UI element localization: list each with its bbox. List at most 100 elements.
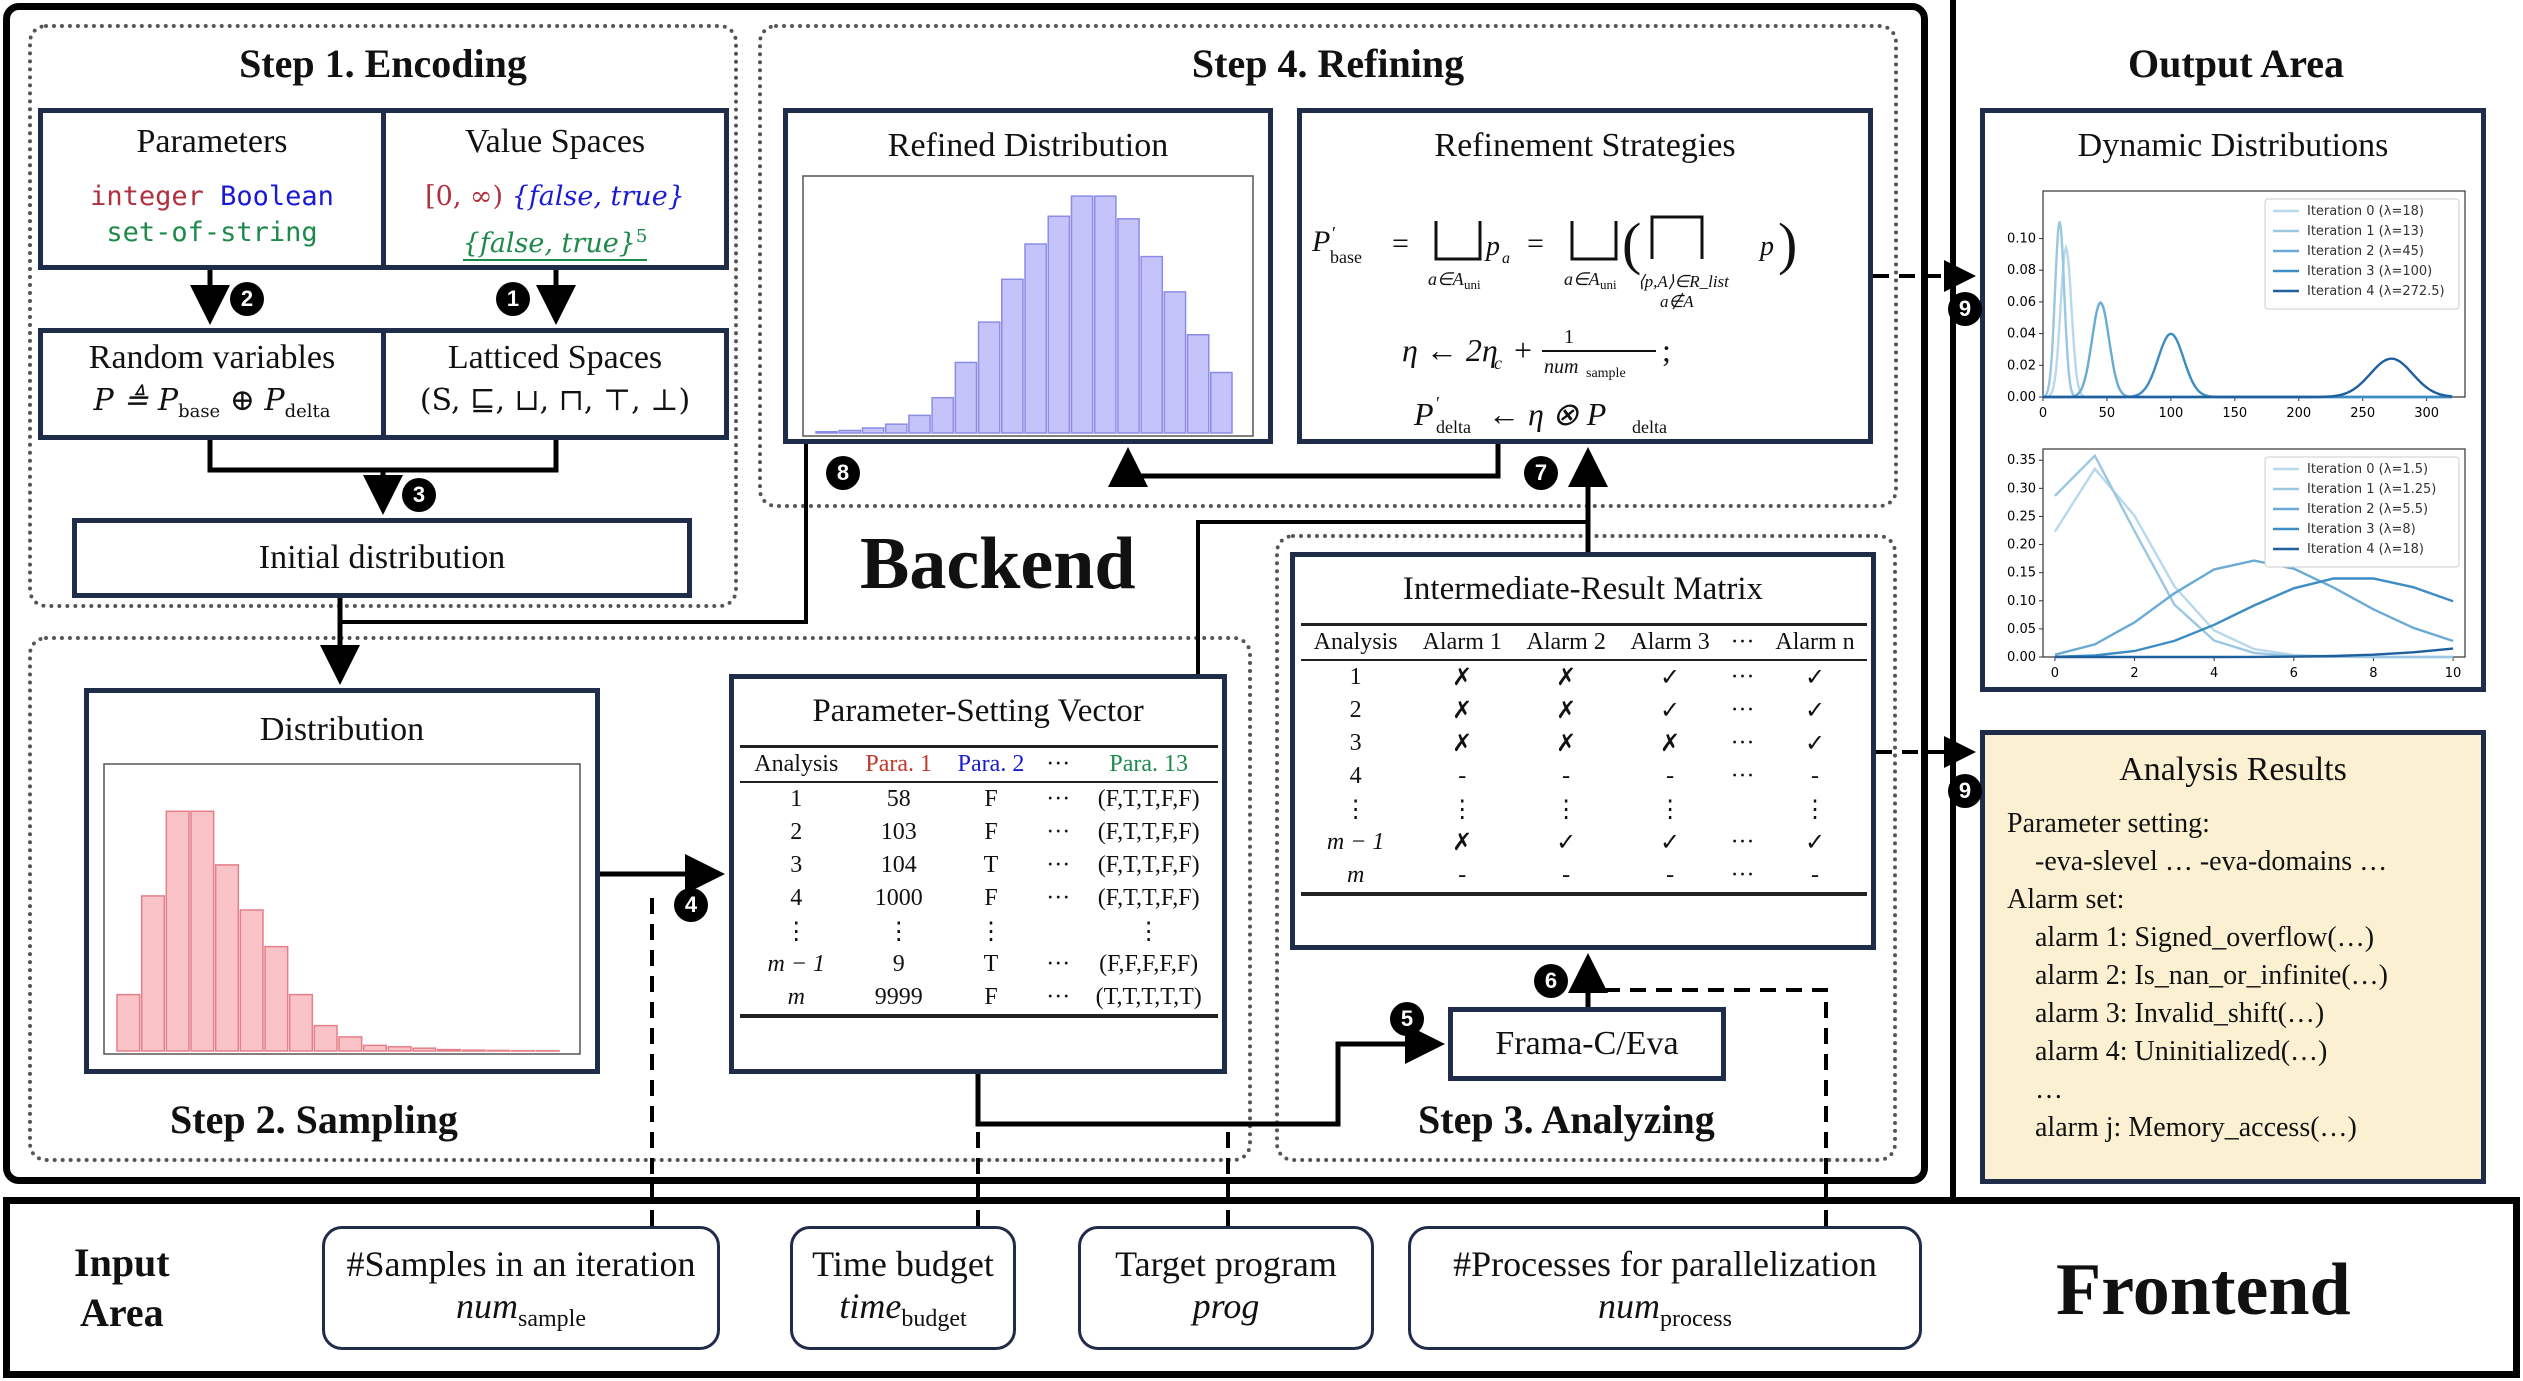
legend-label: Iteration 4 (λ=18) bbox=[2307, 542, 2424, 557]
legend-label: Iteration 3 (λ=100) bbox=[2307, 264, 2432, 279]
refined-distribution-chart bbox=[802, 175, 1254, 437]
step-badge-9a: 9 bbox=[1948, 292, 1982, 326]
input-num-process-var: numprocess bbox=[1598, 1286, 1732, 1333]
x-tick-label: 0 bbox=[2051, 666, 2059, 681]
matrix-cell: ··· bbox=[1730, 862, 1755, 888]
input-num-process-label: #Processes for parallelization bbox=[1453, 1244, 1877, 1284]
latticed-spaces-formula: (S, ⊑, ⊔, ⊓, ⊤, ⊥) bbox=[419, 383, 691, 418]
svg-text:′: ′ bbox=[1436, 393, 1440, 413]
y-tick-label: 0.10 bbox=[2007, 232, 2036, 247]
input-num-sample[interactable]: #Samples in an iteration numsample bbox=[322, 1226, 720, 1350]
input-time-budget-var: timebudget bbox=[839, 1286, 967, 1333]
alarm-1: alarm 1: Signed_overflow(…) bbox=[2035, 922, 2375, 953]
psv-cell: ··· bbox=[1046, 786, 1071, 812]
refined-distribution-title: Refined Distribution bbox=[887, 127, 1169, 164]
legend-label: Iteration 1 (λ=1.25) bbox=[2307, 482, 2436, 497]
parameters-box: Parameters integer Boolean set-of-string bbox=[38, 108, 386, 270]
input-time-budget[interactable]: Time budget timebudget bbox=[790, 1226, 1016, 1350]
psv-cell: (F,T,T,F,F) bbox=[1097, 885, 1200, 911]
bool-space: {false, true} bbox=[511, 181, 685, 212]
histogram-bar bbox=[165, 810, 190, 1052]
psv-cell: (F,T,T,F,F) bbox=[1097, 786, 1200, 812]
y-tick-label: 0.15 bbox=[2007, 566, 2036, 581]
psv-cell: 1000 bbox=[874, 885, 923, 911]
input-target-program-var: prog bbox=[1192, 1286, 1260, 1326]
psv-cell: 1 bbox=[790, 786, 803, 812]
y-tick-label: 0.20 bbox=[2007, 538, 2036, 553]
y-tick-label: 0.00 bbox=[2007, 390, 2036, 405]
psv-cell: F bbox=[984, 819, 998, 845]
svg-text:sample: sample bbox=[1586, 366, 1626, 381]
matrix-cell: ✓ bbox=[1804, 698, 1826, 724]
psv-cell: (F,T,T,F,F) bbox=[1097, 852, 1200, 878]
alarm-j: alarm j: Memory_access(…) bbox=[2035, 1112, 2357, 1143]
psv-cell: 3 bbox=[790, 852, 803, 878]
svg-text:;: ; bbox=[1662, 332, 1671, 368]
svg-text:uni: uni bbox=[1600, 277, 1617, 292]
psv-cell: T bbox=[983, 951, 999, 977]
y-tick-label: 0.30 bbox=[2007, 481, 2036, 496]
psv-cell: 58 bbox=[886, 786, 911, 812]
svg-text:⟨p,A⟩∈R_list: ⟨p,A⟩∈R_list bbox=[1638, 272, 1730, 291]
matrix-cell: ✗ bbox=[1556, 731, 1577, 757]
svg-text:P: P bbox=[1311, 225, 1330, 258]
input-num-process[interactable]: #Processes for parallelization numproces… bbox=[1408, 1226, 1922, 1350]
frontend-label: Frontend bbox=[2056, 1249, 2351, 1331]
legend-label: Iteration 1 (λ=13) bbox=[2307, 224, 2424, 239]
matrix-cell: ⋮ bbox=[1803, 797, 1828, 823]
random-variables-box: Random variables P ≜ Pbase ⊕ Pdelta bbox=[38, 328, 386, 440]
output-area-title: Output Area bbox=[2128, 41, 2344, 86]
svg-text:η ← 2η: η ← 2η bbox=[1402, 332, 1498, 368]
matrix-col-alarm2: Alarm 2 bbox=[1526, 629, 1606, 655]
psv-cell bbox=[1037, 915, 1079, 948]
y-tick-label: 0.05 bbox=[2007, 622, 2036, 637]
matrix-cell: ✓ bbox=[1660, 698, 1681, 724]
histogram-bar bbox=[1140, 255, 1164, 434]
matrix-row: m---···- bbox=[1301, 859, 1867, 894]
matrix-cell: ✗ bbox=[1452, 665, 1473, 691]
x-tick-label: 8 bbox=[2369, 666, 2377, 681]
histogram-bar bbox=[1001, 278, 1024, 434]
x-tick-label: 150 bbox=[2222, 406, 2247, 421]
psv-row: 4 1000 F ··· (F,T,T,F,F) bbox=[740, 882, 1218, 915]
refined-distribution-box: Refined Distribution bbox=[783, 108, 1273, 444]
psv-cell: F bbox=[984, 885, 998, 911]
matrix-row: 1✗✗✓···✓ bbox=[1301, 660, 1867, 694]
legend-label: Iteration 3 (λ=8) bbox=[2307, 522, 2416, 537]
alarm-set-label: Alarm set: bbox=[2007, 884, 2125, 915]
x-tick-label: 250 bbox=[2350, 406, 2375, 421]
value-spaces-title: Value Spaces bbox=[464, 123, 646, 160]
parameter-setting-vector-box: Parameter-Setting Vector Analysis Para. … bbox=[729, 674, 1227, 1074]
psv-cell: ··· bbox=[1046, 984, 1071, 1010]
step4-title: Step 4. Refining bbox=[1191, 41, 1465, 86]
matrix-row: 3✗✗✗···✓ bbox=[1301, 727, 1867, 760]
step-badge-2: 2 bbox=[230, 282, 264, 316]
step-badge-7: 7 bbox=[1524, 456, 1558, 490]
matrix-cell: ⋮ bbox=[1554, 797, 1579, 823]
histogram-bar bbox=[461, 1049, 486, 1052]
histogram-bar bbox=[362, 1044, 388, 1052]
type-set-of-string: set-of-string bbox=[106, 217, 318, 248]
legend-box bbox=[2264, 198, 2460, 310]
histogram-bar bbox=[838, 429, 862, 434]
matrix-cell: - bbox=[1562, 862, 1571, 888]
histogram-bar bbox=[815, 430, 838, 434]
psv-cell: ··· bbox=[1046, 885, 1071, 911]
svg-text:a: a bbox=[1502, 250, 1510, 267]
svg-text:p: p bbox=[1758, 231, 1774, 262]
matrix-cell: - bbox=[1458, 862, 1467, 888]
legend-box bbox=[2264, 456, 2460, 568]
svg-text:a∉A: a∉A bbox=[1660, 292, 1694, 311]
matrix-cell: ✓ bbox=[1804, 830, 1826, 856]
histogram-bar bbox=[116, 993, 141, 1052]
svg-text:P: P bbox=[1413, 396, 1434, 432]
step-badge-4: 4 bbox=[674, 888, 708, 922]
psv-cell: m − 1 bbox=[767, 951, 826, 977]
input-target-program[interactable]: Target program prog bbox=[1078, 1226, 1374, 1350]
psv-cell: 4 bbox=[790, 885, 803, 911]
y-tick-label: 0.06 bbox=[2007, 295, 2036, 310]
